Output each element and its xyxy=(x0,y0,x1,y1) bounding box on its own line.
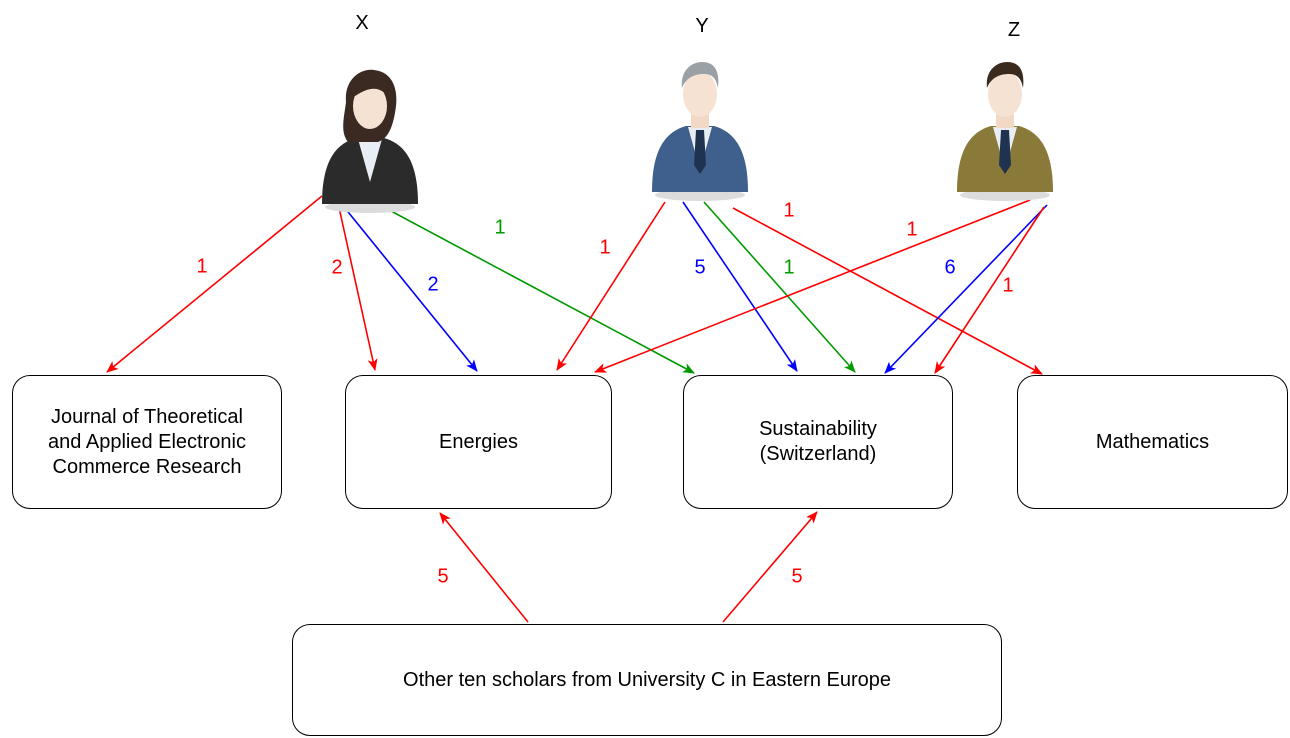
edge-label-y-to-sustainability-green: 1 xyxy=(783,256,795,279)
edge-label-y-to-mathematics-red: 1 xyxy=(783,199,795,222)
businesswoman-icon xyxy=(322,69,418,213)
edge-z-to-energies-red xyxy=(594,199,1031,373)
edge-y-to-mathematics-red xyxy=(732,207,1043,375)
edge-label-x-to-energies-blue: 2 xyxy=(427,273,439,296)
edge-label-x-to-energies-red: 2 xyxy=(331,256,343,279)
edge-y-to-sustainability-green xyxy=(703,201,856,373)
edge-label-x-to-sustainability-green: 1 xyxy=(494,216,506,239)
journal-label-jtaer: Journal of Theoretical and Applied Elect… xyxy=(48,405,246,478)
person-label-y: Y xyxy=(695,15,709,37)
edge-x-to-sustainability-green xyxy=(375,202,695,374)
journal-box-jtaer: Journal of Theoretical and Applied Elect… xyxy=(12,375,282,509)
edge-label-z-to-sustainability-red: 1 xyxy=(1002,274,1014,297)
edge-x-to-energies-red xyxy=(337,202,378,371)
businessman-icon xyxy=(957,62,1053,201)
edge-x-to-jtaer-red xyxy=(106,195,323,373)
journal-box-energies: Energies xyxy=(345,375,612,509)
avatars-layer xyxy=(322,62,1053,213)
journal-label-mathematics: Mathematics xyxy=(1095,430,1210,453)
other-scholars-box: Other ten scholars from University C in … xyxy=(292,624,1002,736)
edge-label-y-to-energies-red: 1 xyxy=(599,236,611,259)
edge-other-to-sustainability-red xyxy=(722,511,818,623)
person-label-z: Z xyxy=(1007,19,1021,41)
edge-label-other-to-energies-red: 5 xyxy=(437,565,449,588)
person-label-x: X xyxy=(355,12,369,34)
journal-box-sustainability: Sustainability (Switzerland) xyxy=(683,375,953,509)
journal-label-energies: Energies xyxy=(439,430,518,453)
edge-other-to-energies-red xyxy=(439,512,529,623)
edge-z-to-sustainability-red xyxy=(934,206,1045,374)
edge-z-to-sustainability-blue xyxy=(884,204,1048,374)
edges-layer xyxy=(106,195,1048,623)
edge-label-z-to-sustainability-blue: 6 xyxy=(944,256,956,279)
edge-label-z-to-energies-red: 1 xyxy=(906,218,918,241)
edge-label-x-to-jtaer-red: 1 xyxy=(196,255,208,278)
other-scholars-label: Other ten scholars from University C in … xyxy=(403,668,891,691)
journal-box-mathematics: Mathematics xyxy=(1017,375,1288,509)
edge-label-y-to-sustainability-blue: 5 xyxy=(694,256,706,279)
edge-y-to-energies-red xyxy=(556,201,666,371)
edge-y-to-sustainability-blue xyxy=(682,201,798,372)
businessman-icon xyxy=(652,62,748,201)
edge-x-to-energies-blue xyxy=(339,201,478,372)
edge-label-other-to-sustainability-red: 5 xyxy=(791,565,803,588)
journal-label-sustainability: Sustainability (Switzerland) xyxy=(759,418,877,465)
